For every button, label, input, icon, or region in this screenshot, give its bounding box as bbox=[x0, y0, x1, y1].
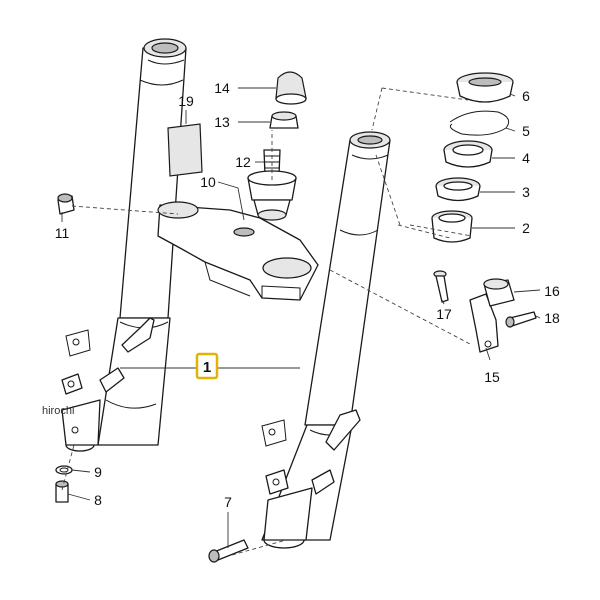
callout-12: 12 bbox=[235, 154, 251, 170]
cap-nut-16 bbox=[483, 278, 515, 307]
callout-13: 13 bbox=[214, 114, 230, 130]
callout-14: 14 bbox=[214, 80, 230, 96]
callout-11: 11 bbox=[55, 225, 70, 241]
bolt-11 bbox=[57, 193, 75, 215]
screw-17 bbox=[433, 270, 449, 303]
lower-triple-clamp bbox=[157, 201, 319, 301]
callout-8: 8 bbox=[94, 492, 102, 508]
steering-stem-bolt bbox=[247, 149, 297, 221]
callout-10: 10 bbox=[200, 174, 216, 190]
bolt-18 bbox=[505, 311, 537, 328]
washer-9 bbox=[55, 465, 73, 475]
callout-9: 9 bbox=[94, 464, 102, 480]
callout-labels: 1 2 3 4 5 6 7 8 9 10 11 12 13 14 15 16 1… bbox=[55, 80, 560, 510]
callout-1: 1 bbox=[203, 359, 211, 376]
callout-15: 15 bbox=[484, 369, 500, 385]
callout-6: 6 bbox=[522, 88, 530, 104]
callout-3: 3 bbox=[522, 184, 530, 200]
callout-7: 7 bbox=[224, 494, 232, 510]
foil-label bbox=[167, 123, 203, 177]
watermark: hirochi bbox=[42, 405, 74, 417]
callout-4: 4 bbox=[522, 150, 530, 166]
callout-18: 18 bbox=[544, 310, 560, 326]
bolt-8 bbox=[55, 480, 69, 503]
left-fork-tube bbox=[61, 38, 187, 452]
right-fork-tube bbox=[261, 131, 391, 549]
bracket bbox=[469, 293, 499, 353]
cap bbox=[275, 71, 307, 105]
callout-5: 5 bbox=[522, 123, 530, 139]
callout-1-highlight bbox=[195, 352, 219, 380]
bolt-7 bbox=[208, 539, 249, 563]
bearing-stack bbox=[431, 72, 514, 243]
assembly-lines bbox=[61, 87, 473, 556]
callout-2: 2 bbox=[522, 220, 530, 236]
callout-16: 16 bbox=[544, 283, 560, 299]
callout-19: 19 bbox=[178, 93, 194, 109]
nut bbox=[269, 111, 299, 129]
callout-17: 17 bbox=[436, 306, 452, 322]
